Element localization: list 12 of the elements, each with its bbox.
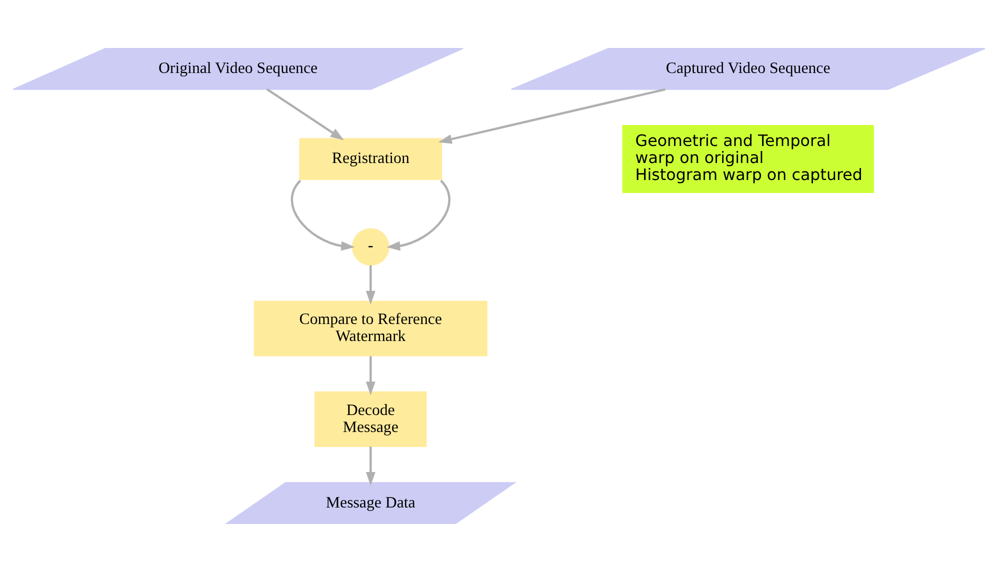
- arrow: [366, 265, 376, 305]
- arrow: [366, 356, 376, 396]
- arrow: [266, 88, 344, 140]
- arrow: [366, 446, 376, 486]
- node-box: Decode Message: [314, 391, 427, 447]
- arrow: [290, 180, 355, 251]
- node-box: Registration: [299, 138, 442, 180]
- node-box: Geometric and Temporal warp on original Histogram warp on captured: [622, 125, 874, 194]
- arrow: [386, 180, 450, 251]
- node-circle: -: [352, 228, 390, 266]
- node-box: Compare to Reference Watermark: [254, 300, 488, 356]
- arrow: [438, 88, 666, 144]
